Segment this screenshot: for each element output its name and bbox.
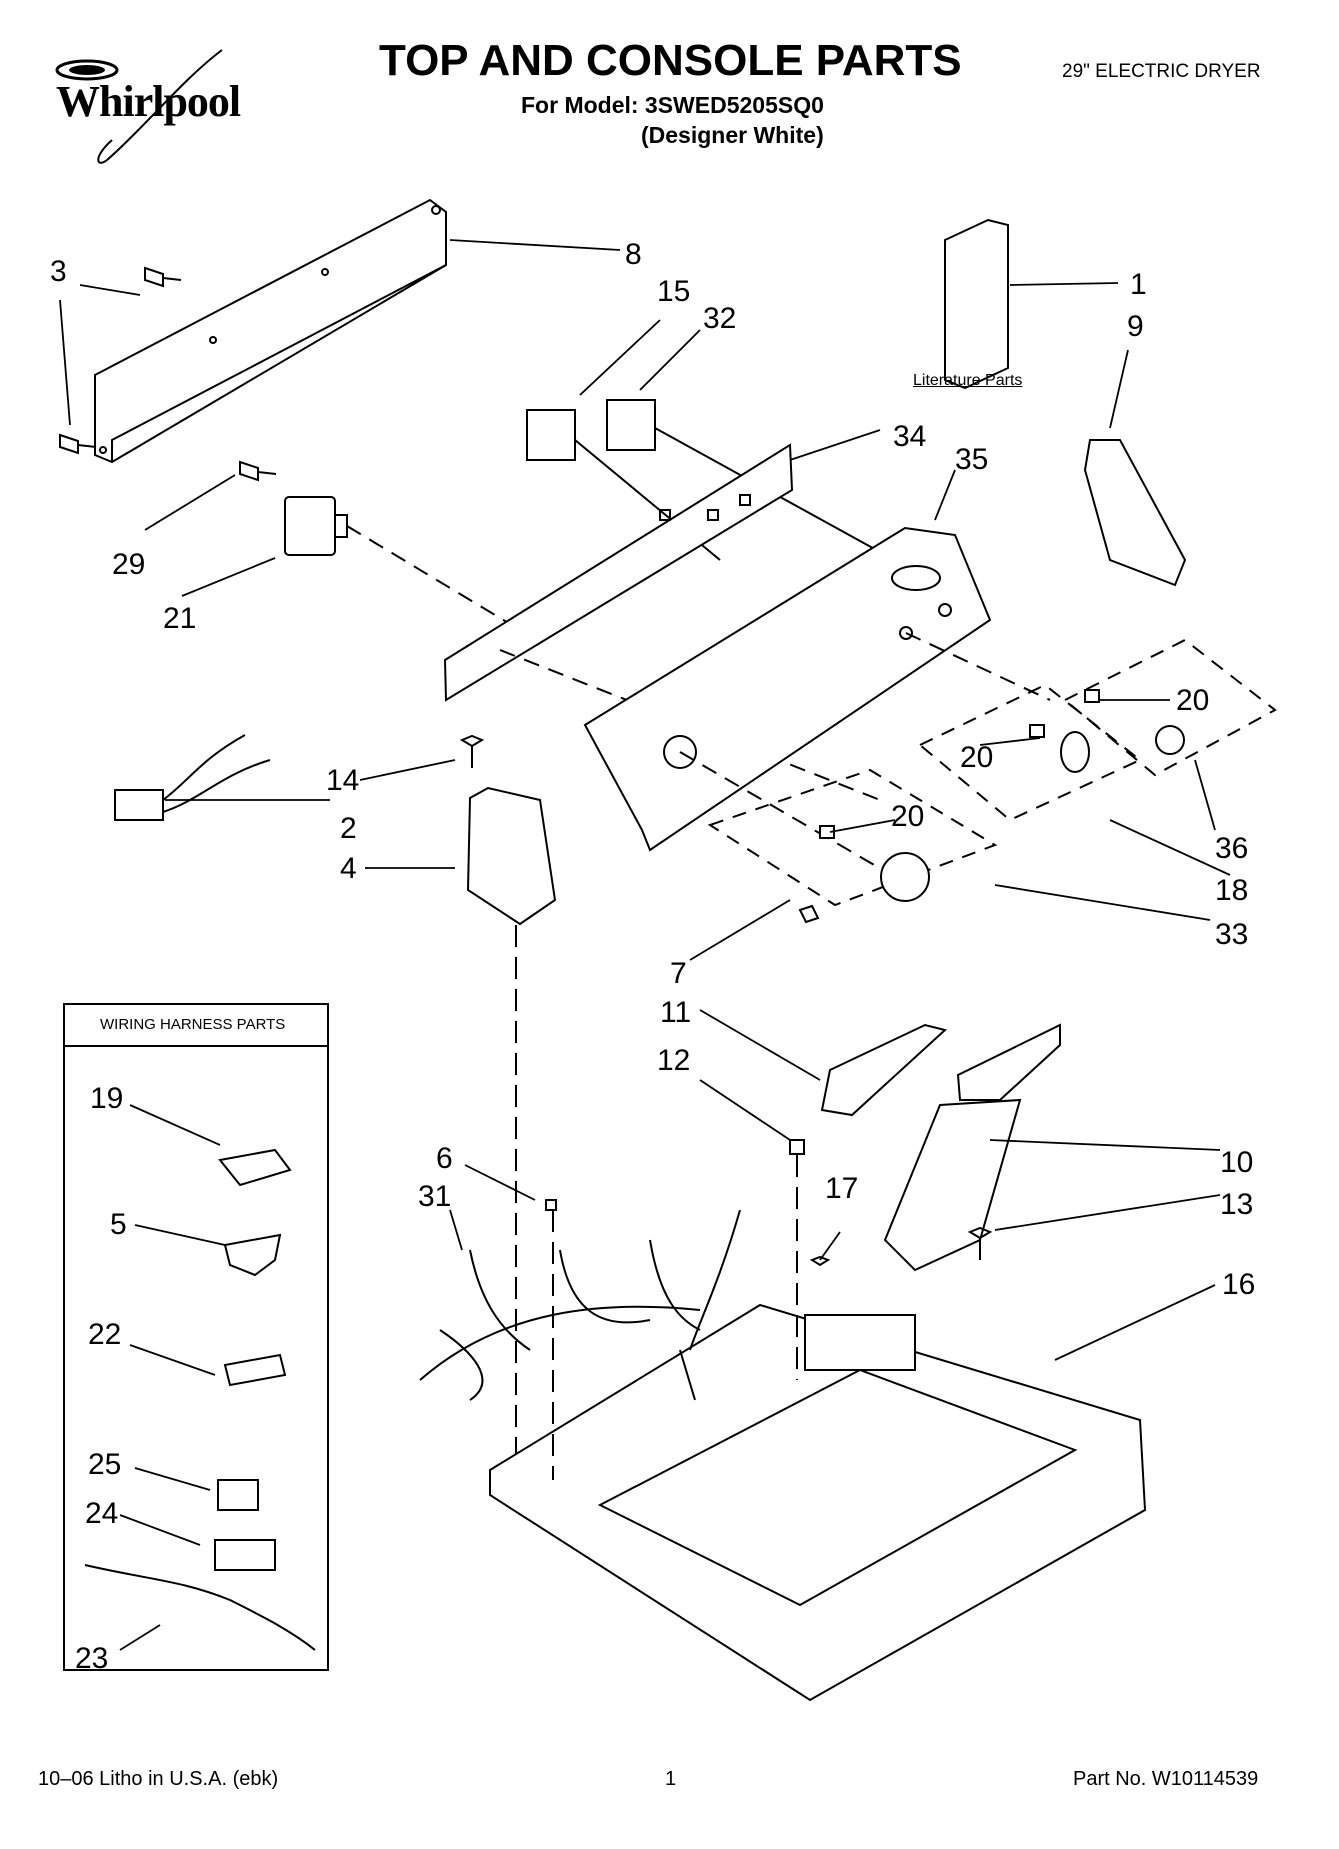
part-number: Part No. W10114539 bbox=[1073, 1768, 1259, 1790]
callout-34: 34 bbox=[893, 420, 927, 453]
callout-35: 35 bbox=[955, 443, 989, 476]
main-wire-harness-part bbox=[419, 1209, 741, 1401]
callout-20-a: 20 bbox=[1176, 684, 1210, 717]
top-panel-part bbox=[489, 1303, 1147, 1702]
model-number: For Model: 3SWED5205SQ0 bbox=[521, 92, 824, 118]
callout-2: 2 bbox=[340, 812, 357, 845]
callout-31: 31 bbox=[418, 1180, 452, 1213]
screw-part bbox=[59, 266, 277, 482]
callout-1: 1 bbox=[1130, 268, 1147, 301]
callout-21: 21 bbox=[163, 602, 197, 635]
brand-logo: Whirlpool bbox=[22, 40, 262, 170]
wiring-harness-panel bbox=[63, 1003, 329, 1671]
console-panel-part bbox=[583, 526, 1051, 881]
litho-note: 10–06 Litho in U.S.A. (ebk) bbox=[38, 1768, 279, 1790]
kit-box-18 bbox=[918, 683, 1142, 822]
callout-25: 25 bbox=[88, 1448, 122, 1481]
lint-screen-part bbox=[820, 1023, 948, 1117]
end-cap-part bbox=[1083, 439, 1187, 587]
callout-10: 10 bbox=[1220, 1146, 1254, 1179]
logo-swoosh-icon bbox=[55, 49, 223, 164]
lint-housing-part bbox=[883, 1023, 1061, 1272]
end-cap-left-part bbox=[466, 786, 557, 1480]
callout-12: 12 bbox=[657, 1044, 691, 1077]
callout-13: 13 bbox=[1220, 1188, 1254, 1221]
literature-part bbox=[944, 218, 1009, 390]
wiring-harness-panel-title: WIRING HARNESS PARTS bbox=[100, 1016, 286, 1033]
callout-23: 23 bbox=[75, 1642, 109, 1675]
callout-24: 24 bbox=[85, 1497, 119, 1530]
model-color: (Designer White) bbox=[641, 122, 824, 148]
page-number: 1 bbox=[665, 1768, 677, 1790]
callout-8: 8 bbox=[625, 238, 642, 271]
callout-20-b: 20 bbox=[960, 741, 994, 774]
callout-15: 15 bbox=[657, 275, 691, 308]
timer-part bbox=[284, 496, 521, 631]
callout-7: 7 bbox=[670, 957, 687, 990]
callout-5: 5 bbox=[110, 1208, 127, 1241]
callout-6: 6 bbox=[436, 1142, 453, 1175]
rear-panel-part bbox=[94, 198, 447, 464]
callout-14: 14 bbox=[326, 764, 360, 797]
callout-18: 18 bbox=[1215, 874, 1249, 907]
callout-19: 19 bbox=[90, 1082, 124, 1115]
harness-part bbox=[114, 734, 271, 821]
callout-29: 29 bbox=[112, 548, 146, 581]
callout-32: 32 bbox=[703, 302, 737, 335]
leader-lines bbox=[59, 239, 1231, 1651]
callout-17: 17 bbox=[825, 1172, 859, 1205]
switch-part bbox=[526, 399, 881, 561]
callout-3: 3 bbox=[50, 255, 67, 288]
page-title: TOP AND CONSOLE PARTS bbox=[379, 36, 962, 85]
callout-22: 22 bbox=[88, 1318, 122, 1351]
callout-11: 11 bbox=[660, 996, 692, 1029]
kit-box-36 bbox=[1063, 638, 1277, 777]
literature-parts-label: Literature Parts bbox=[913, 372, 1023, 389]
brand-wordmark: Whirlpool bbox=[56, 77, 241, 126]
callout-9: 9 bbox=[1127, 310, 1144, 343]
callout-16: 16 bbox=[1222, 1268, 1256, 1301]
callout-36: 36 bbox=[1215, 832, 1249, 865]
product-type: 29" ELECTRIC DRYER bbox=[1062, 61, 1261, 82]
kit-box-33 bbox=[707, 768, 998, 907]
console-bracket-part bbox=[443, 443, 881, 801]
callout-4: 4 bbox=[340, 852, 357, 885]
callout-20-c: 20 bbox=[891, 800, 925, 833]
callout-33: 33 bbox=[1215, 918, 1249, 951]
